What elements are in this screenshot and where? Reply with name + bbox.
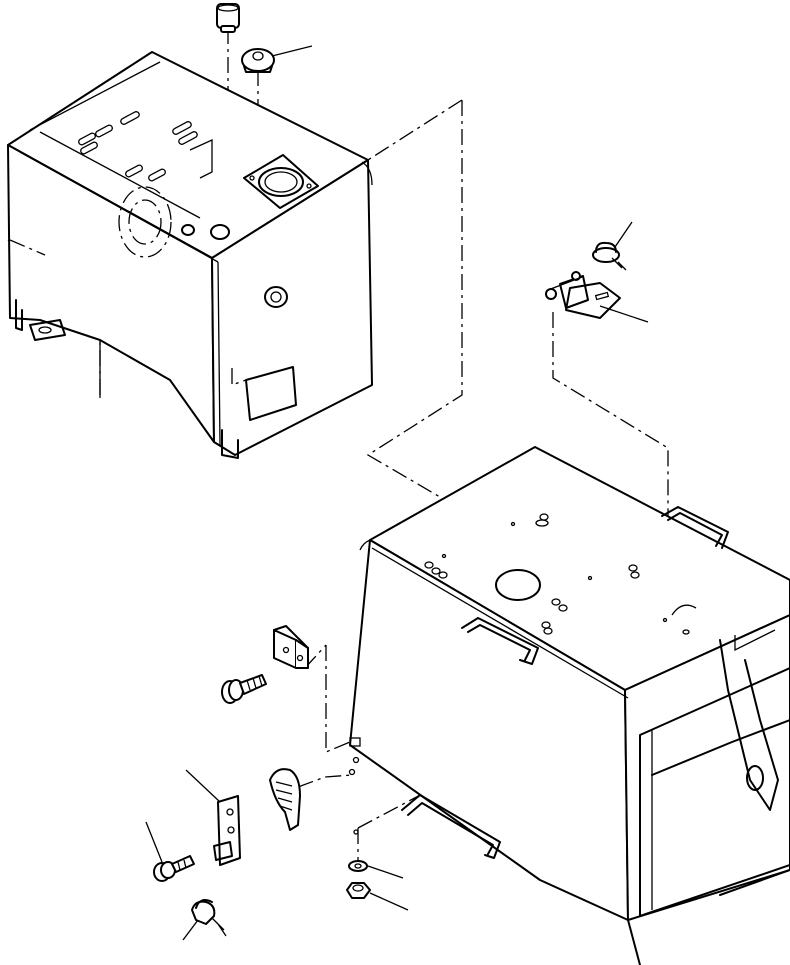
inspection-lid [545,271,649,323]
tank-cover [348,446,790,965]
cover-handles [401,506,729,859]
cover-latch-holes [348,737,361,835]
filler-port [243,154,319,209]
latch-plate [185,769,241,866]
lower-bolt [145,821,195,882]
washer [348,860,404,879]
top-slots [78,111,213,182]
latch-handle [269,768,301,831]
hydraulic-tank [7,51,373,459]
nut [346,882,409,911]
padlock-upper [592,221,633,271]
padlock-lower [182,899,227,941]
breather [241,45,313,73]
tank-cap [216,3,240,33]
cover-top-holes [424,513,697,635]
upper-bolt [221,674,267,704]
hinge-bracket [273,625,309,669]
front-flange [118,186,172,258]
